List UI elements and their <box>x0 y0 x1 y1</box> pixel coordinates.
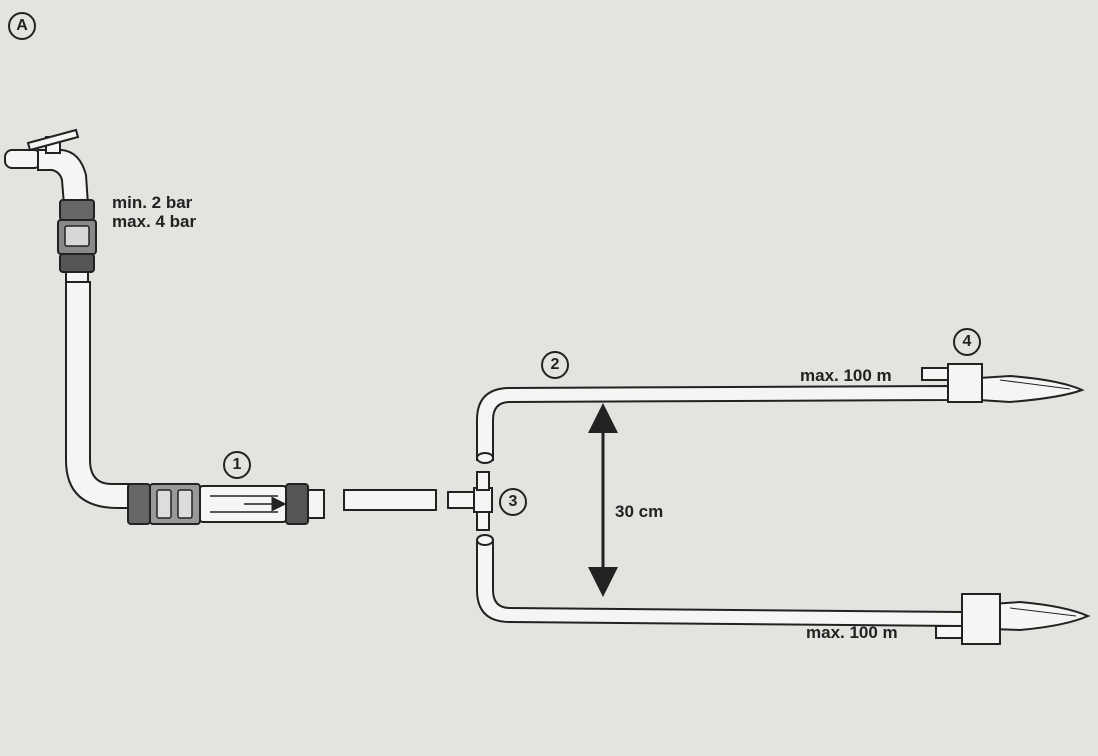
ground-spike-icon <box>935 593 1091 645</box>
spacing-label: 30 cm <box>615 502 664 521</box>
t-connector-icon <box>447 471 493 531</box>
pressure-max-label: max. 4 bar <box>112 212 197 231</box>
length-lower-label: max. 100 m <box>806 623 898 642</box>
lower-pipe <box>476 539 963 628</box>
marker-4: 4 <box>953 328 981 356</box>
ground-spike-icon <box>921 363 1085 404</box>
supply-hose <box>65 281 131 509</box>
marker-2: 2 <box>541 351 569 379</box>
hose-piece <box>343 489 437 511</box>
pressure-min-label: min. 2 bar <box>112 193 193 212</box>
tap-connector-icon <box>57 199 97 283</box>
marker-3: 3 <box>499 488 527 516</box>
marker-1: 1 <box>223 451 251 479</box>
faucet-icon <box>4 128 90 206</box>
length-upper-label: max. 100 m <box>800 366 892 385</box>
hose-connector-icon <box>127 483 325 525</box>
figure-label: A <box>8 12 36 40</box>
upper-pipe <box>476 384 949 461</box>
